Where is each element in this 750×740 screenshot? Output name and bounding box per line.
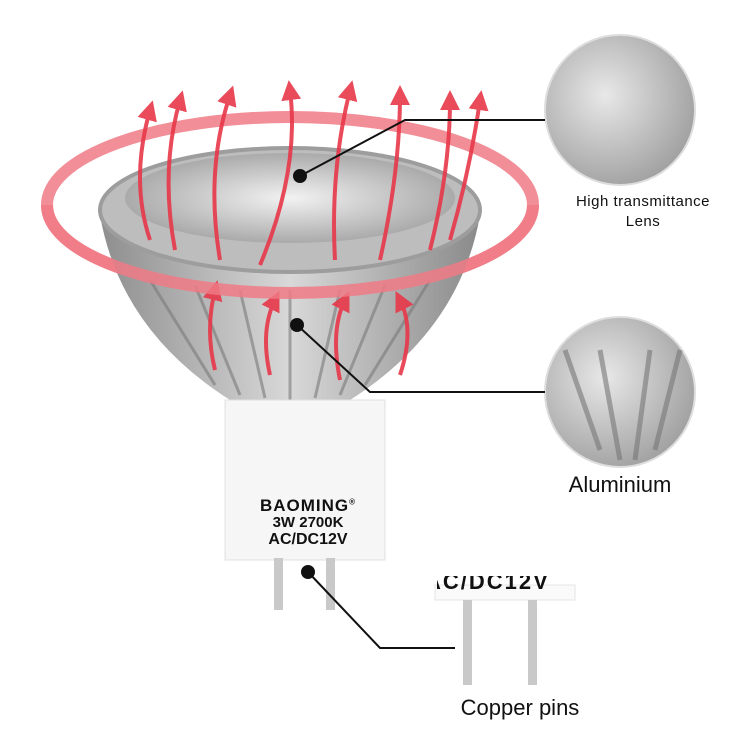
lens-label: High transmittance Lens [548,192,738,232]
spec-marking: 3W 2700K [272,514,344,531]
pins-detail [434,584,576,685]
aluminium-zoom-circle [544,316,696,468]
pin-right [326,558,335,610]
lens-label-line1: High transmittance [575,193,711,210]
heat-flow-arrows [137,80,489,381]
brand-marking: BAOMING® [259,496,357,515]
copper-pins-label: Copper pins [460,695,580,720]
pins-detail-marking-clip: AC/DC12V [437,576,573,590]
callout-lines [290,119,545,649]
lens-zoom-circle [544,34,696,186]
lens-label-line2: Lens [625,213,661,230]
pin-left [274,558,283,610]
aluminium-label: Aluminium [568,472,672,497]
voltage-marking: AC/DC12V [268,531,348,548]
pins-detail-marking: AC/DC12V [437,576,550,590]
